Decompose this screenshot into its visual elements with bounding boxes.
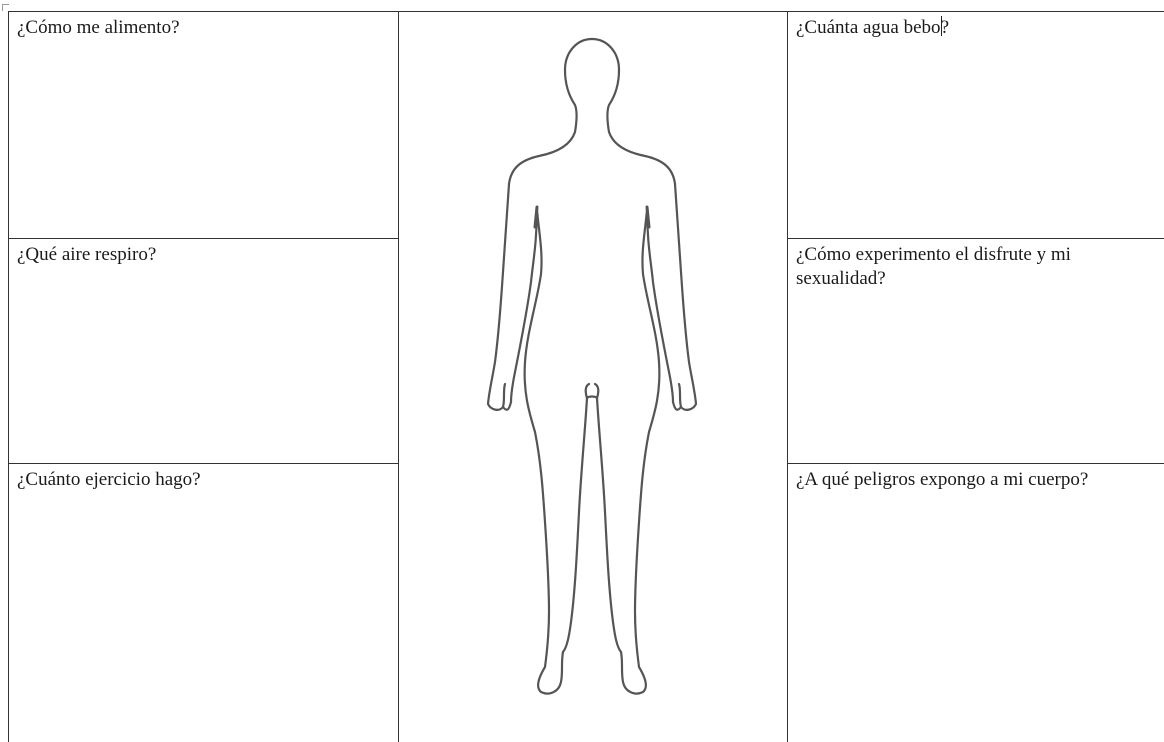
human-body-outline-icon	[399, 12, 787, 742]
cell-alimentation[interactable]: ¿Cómo me alimento?	[9, 12, 398, 238]
cell-water[interactable]: ¿Cuánta agua bebo?	[788, 12, 1164, 238]
cell-question-text: ¿Cómo experimento el disfrute y mi sexua…	[796, 244, 1071, 289]
cell-question-text-end: ?	[941, 17, 949, 38]
cell-question-text: ¿Cuánto ejercicio hago?	[17, 469, 201, 490]
cell-air[interactable]: ¿Qué aire respiro?	[9, 239, 398, 463]
table-move-handle-icon[interactable]	[2, 4, 9, 11]
cell-question-text: ¿Qué aire respiro?	[17, 244, 156, 265]
cell-question-text: ¿Cuánta agua bebo	[796, 17, 941, 38]
cell-dangers[interactable]: ¿A qué peligros expongo a mi cuerpo?	[788, 464, 1164, 742]
cell-exercise[interactable]: ¿Cuánto ejercicio hago?	[9, 464, 398, 742]
cell-question-text: ¿A qué peligros expongo a mi cuerpo?	[796, 469, 1088, 490]
cell-body-figure[interactable]	[399, 12, 787, 742]
cell-sexuality[interactable]: ¿Cómo experimento el disfrute y mi sexua…	[788, 239, 1164, 463]
cell-question-text: ¿Cómo me alimento?	[17, 17, 180, 38]
